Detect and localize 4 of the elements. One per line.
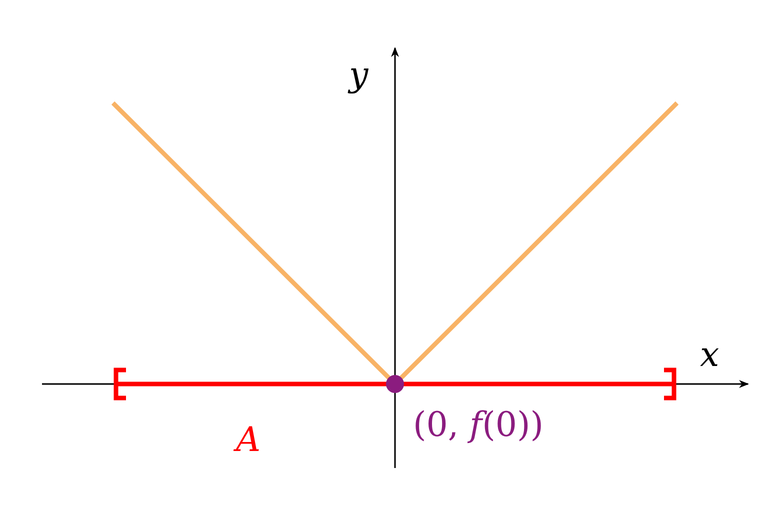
axis-label: x <box>700 338 720 372</box>
point-label: (0, f(0)) <box>413 408 544 442</box>
axis-label: y <box>349 58 368 92</box>
interval-label: A <box>236 423 261 457</box>
